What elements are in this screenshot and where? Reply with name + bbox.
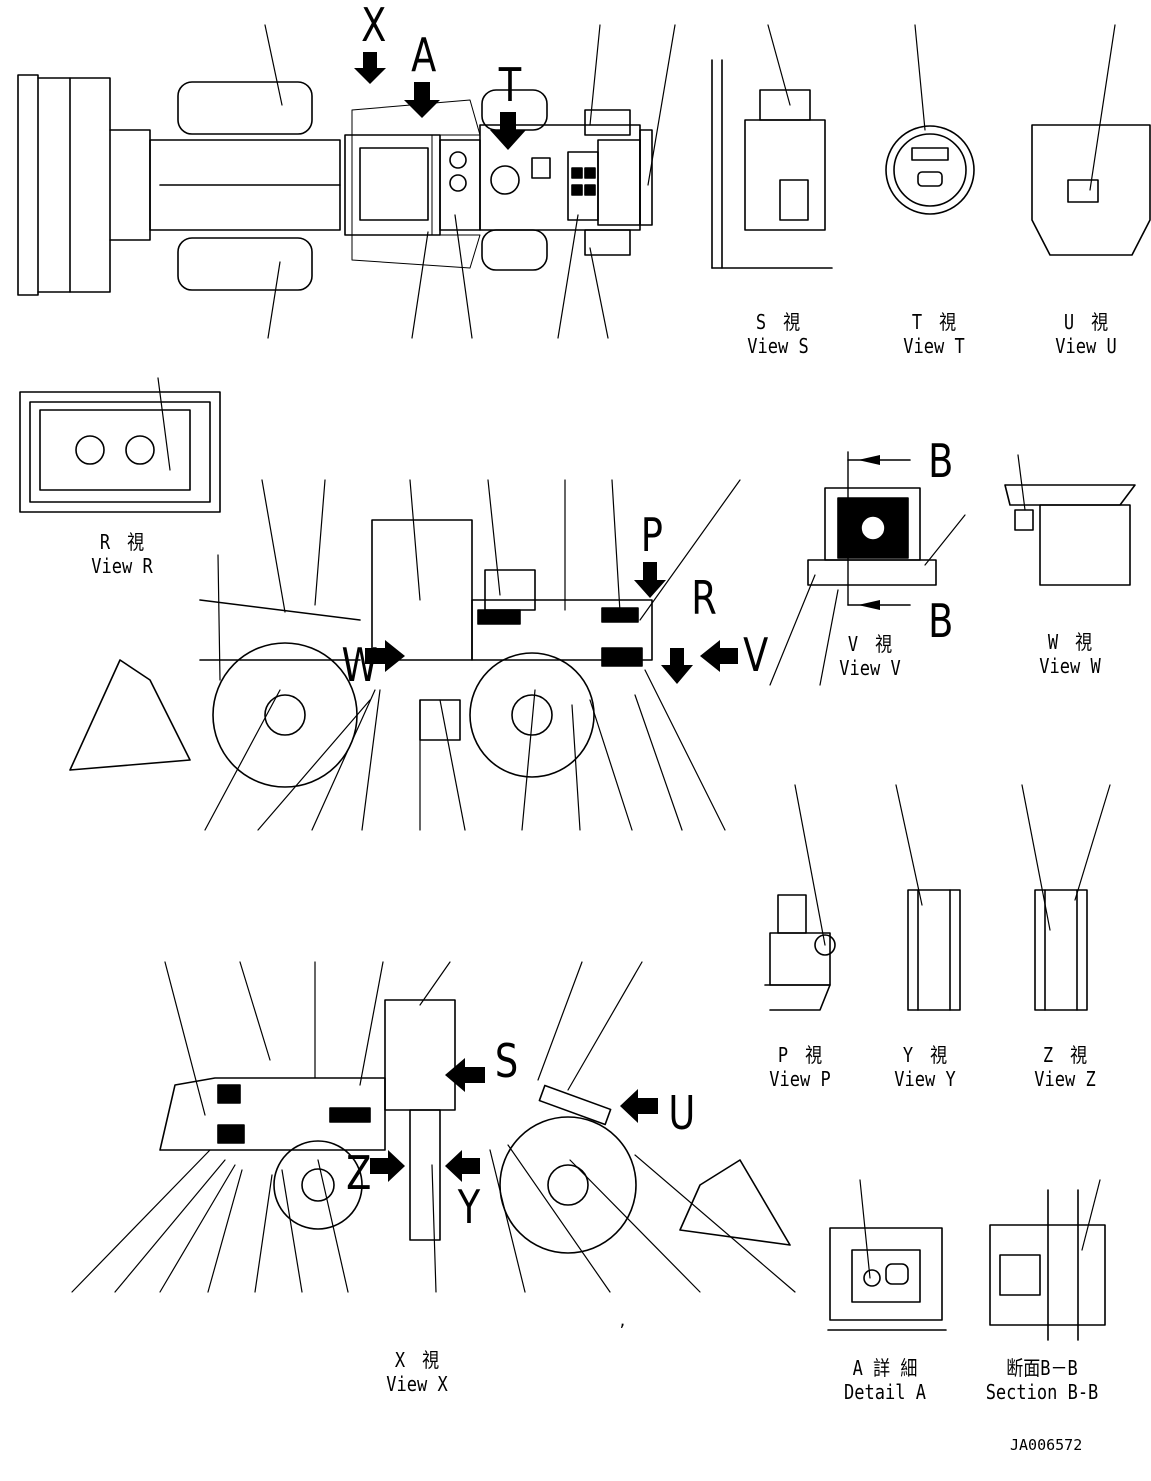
view-u-jp: U 視 bbox=[1063, 310, 1109, 334]
view-t-label: T 視 View T bbox=[892, 310, 977, 358]
arrow-y bbox=[445, 1150, 480, 1182]
callout-letter-p: P bbox=[640, 508, 663, 562]
arrow-p bbox=[634, 562, 666, 598]
arrow-x bbox=[354, 52, 386, 84]
view-r-jp: R 視 bbox=[99, 530, 145, 554]
callout-letter-t: T bbox=[498, 58, 522, 112]
arrow-t bbox=[490, 112, 526, 150]
view-x-en: View X bbox=[386, 1372, 448, 1396]
section-bb-drawing bbox=[989, 1179, 1106, 1341]
side-left-leader-lines bbox=[204, 479, 741, 831]
callout-letter-b-bottom: B bbox=[928, 594, 954, 648]
arrow-v bbox=[700, 640, 738, 672]
view-p-drawing bbox=[764, 784, 836, 1011]
view-y-label: Y 視 View Y bbox=[883, 1043, 968, 1091]
view-z-drawing bbox=[1021, 784, 1111, 1011]
view-s-label: S 視 View S bbox=[736, 310, 821, 358]
view-u-en: View U bbox=[1055, 334, 1117, 358]
side-view-right bbox=[159, 999, 791, 1254]
detail-a-jp: A 詳 細 bbox=[852, 1356, 918, 1380]
top-plan-view bbox=[17, 74, 653, 296]
view-r-label: R 視 View R bbox=[80, 530, 165, 578]
view-y-jp: Y 視 bbox=[902, 1043, 948, 1067]
callout-letter-v: V bbox=[743, 628, 769, 682]
view-s-drawing bbox=[711, 24, 833, 269]
view-w-en: View W bbox=[1039, 654, 1101, 678]
arrow-r-down bbox=[661, 648, 693, 684]
view-z-label: Z 視 View Z bbox=[1023, 1043, 1108, 1091]
callout-letter-y: Y bbox=[457, 1180, 481, 1234]
view-u-label: U 視 View U bbox=[1044, 310, 1129, 358]
detail-a-en: Detail A bbox=[844, 1380, 926, 1404]
side-view-left bbox=[69, 519, 653, 788]
callout-letter-r: R bbox=[691, 571, 717, 625]
view-x-label: X 視 View X bbox=[375, 1348, 460, 1396]
view-r-drawing bbox=[19, 377, 221, 513]
view-w-jp: W 視 bbox=[1047, 630, 1093, 654]
callout-letter-z: Z bbox=[346, 1146, 372, 1200]
drawing-code: JA006572 bbox=[1010, 1436, 1083, 1454]
view-v-drawing bbox=[769, 451, 966, 686]
view-y-en: View Y bbox=[894, 1067, 956, 1091]
view-v-label: V 視 View V bbox=[828, 632, 913, 680]
view-s-jp: S 視 bbox=[755, 310, 801, 334]
view-z-jp: Z 視 bbox=[1042, 1043, 1088, 1067]
section-bb-jp: 断面B－B bbox=[1006, 1356, 1078, 1380]
view-t-en: View T bbox=[903, 334, 965, 358]
view-r-en: View R bbox=[91, 554, 153, 578]
section-bb-label: 断面B－B Section B-B bbox=[983, 1356, 1102, 1404]
view-s-en: View S bbox=[747, 334, 809, 358]
callout-letter-w: W bbox=[341, 638, 378, 692]
view-x-jp: X 視 bbox=[394, 1348, 440, 1372]
view-u-drawing bbox=[1031, 24, 1151, 256]
arrow-w bbox=[365, 640, 405, 672]
section-bb-en: Section B-B bbox=[985, 1380, 1099, 1404]
view-w-drawing bbox=[1004, 454, 1136, 586]
view-p-en: View P bbox=[769, 1067, 831, 1091]
view-z-en: View Z bbox=[1034, 1067, 1096, 1091]
arrow-a bbox=[404, 82, 440, 118]
callout-letter-b-top: B bbox=[928, 434, 954, 488]
view-v-en: View V bbox=[839, 656, 901, 680]
callout-letter-u: U bbox=[668, 1086, 696, 1140]
stray-mark: , bbox=[618, 1312, 628, 1330]
view-v-jp: V 視 bbox=[847, 632, 893, 656]
detail-a-label: A 詳 細 Detail A bbox=[838, 1356, 932, 1404]
arrow-s bbox=[445, 1058, 485, 1092]
top-leader-lines bbox=[264, 24, 676, 339]
view-w-label: W 視 View W bbox=[1028, 630, 1113, 678]
callout-letter-s: S bbox=[494, 1034, 519, 1088]
arrow-u bbox=[620, 1089, 658, 1123]
view-y-drawing bbox=[895, 784, 961, 1011]
view-p-label: P 視 View P bbox=[758, 1043, 843, 1091]
detail-a-drawing bbox=[827, 1179, 947, 1331]
arrow-z bbox=[370, 1150, 405, 1182]
callout-letter-x: X bbox=[361, 0, 387, 52]
view-p-jp: P 視 bbox=[777, 1043, 823, 1067]
view-t-jp: T 視 bbox=[911, 310, 957, 334]
side-right-leader-lines bbox=[71, 961, 796, 1293]
callout-letter-a: A bbox=[411, 28, 437, 82]
view-t-drawing bbox=[885, 24, 975, 215]
